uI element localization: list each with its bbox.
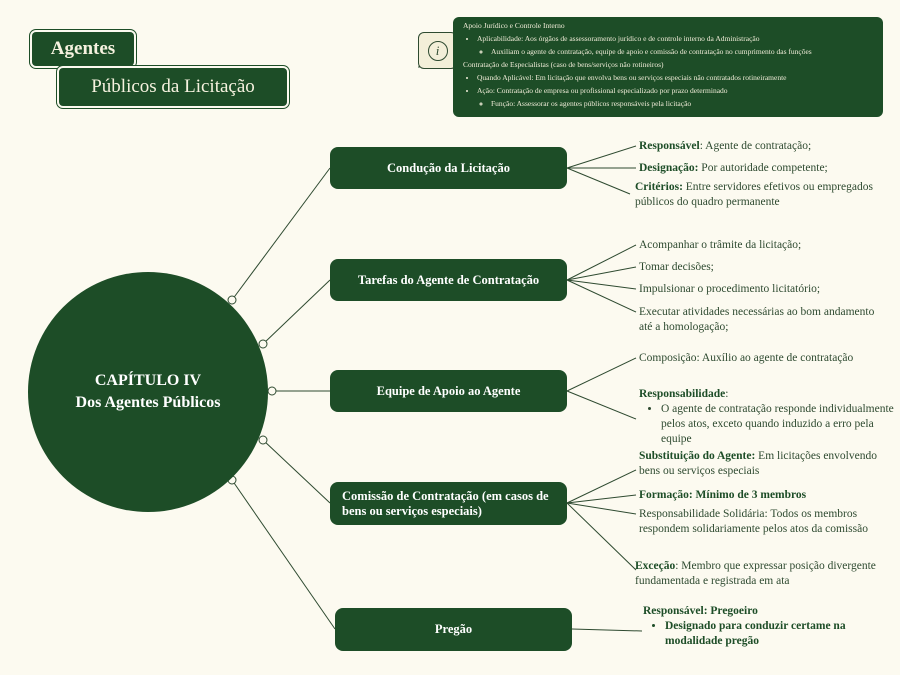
central-topic[interactable]: CAPÍTULO IV Dos Agentes Públicos [28,272,268,512]
leaf-bullet: Designado para conduzir certame na modal… [665,619,893,649]
leaf[interactable]: Acompanhar o trâmite da licitação; [639,239,802,251]
leaf[interactable]: Substituição do Agente: Em licitações en… [639,450,877,477]
branch-comissao[interactable]: Comissão de Contratação (em casos de ben… [330,482,567,525]
branch-pregao[interactable]: Pregão [335,608,572,651]
note-item: Ação: Contratação de empresa ou profissi… [477,84,873,97]
leaf[interactable]: Exceção: Membro que expressar posição di… [635,560,876,587]
note-box: Apoio Jurídico e Controle Interno Aplica… [453,17,883,117]
branch-conducao[interactable]: Condução da Licitação [330,147,567,189]
leaf[interactable]: Composição: Auxílio ao agente de contrat… [639,352,854,364]
leaf[interactable]: Responsabilidade:O agente de contratação… [639,387,899,447]
branch-tarefas[interactable]: Tarefas do Agente de Contratação [330,259,567,301]
title-line1: Agentes [32,32,134,66]
leaf[interactable]: Responsável: Agente de contratação; [639,140,812,152]
branch-equipe[interactable]: Equipe de Apoio ao Agente [330,370,567,412]
note-subitem: Auxiliam o agente de contratação, equipe… [491,45,873,58]
leaf[interactable]: Designação: Por autoridade competente; [639,162,828,174]
center-line2: Dos Agentes Públicos [75,394,221,411]
leaf[interactable]: Responsabilidade Solidária: Todos os mem… [639,508,868,535]
leaf-bullet: O agente de contratação responde individ… [661,402,899,447]
leaf[interactable]: Executar atividades necessárias ao bom a… [639,306,875,333]
info-icon[interactable]: i [418,32,457,69]
leaf[interactable]: Critérios: Entre servidores efetivos ou … [635,181,873,208]
leaf[interactable]: Responsável: PregoeiroDesignado para con… [643,604,893,649]
note-heading: Contratação de Especialistas (caso de be… [463,60,664,69]
leaf[interactable]: Impulsionar o procedimento licitatório; [639,283,821,295]
note-subitem: Função: Assessorar os agentes públicos r… [491,97,873,110]
note-item: Quando Aplicável: Em licitação que envol… [477,71,873,84]
title-line2: Públicos da Licitação [59,68,287,106]
note-item: Aplicabilidade: Aos órgãos de assessoram… [477,32,873,45]
leaf[interactable]: Formação: Mínimo de 3 membros [639,489,807,501]
leaf[interactable]: Tomar decisões; [639,261,714,273]
note-heading: Apoio Jurídico e Controle Interno [463,21,565,30]
center-line1: CAPÍTULO IV [94,372,202,389]
